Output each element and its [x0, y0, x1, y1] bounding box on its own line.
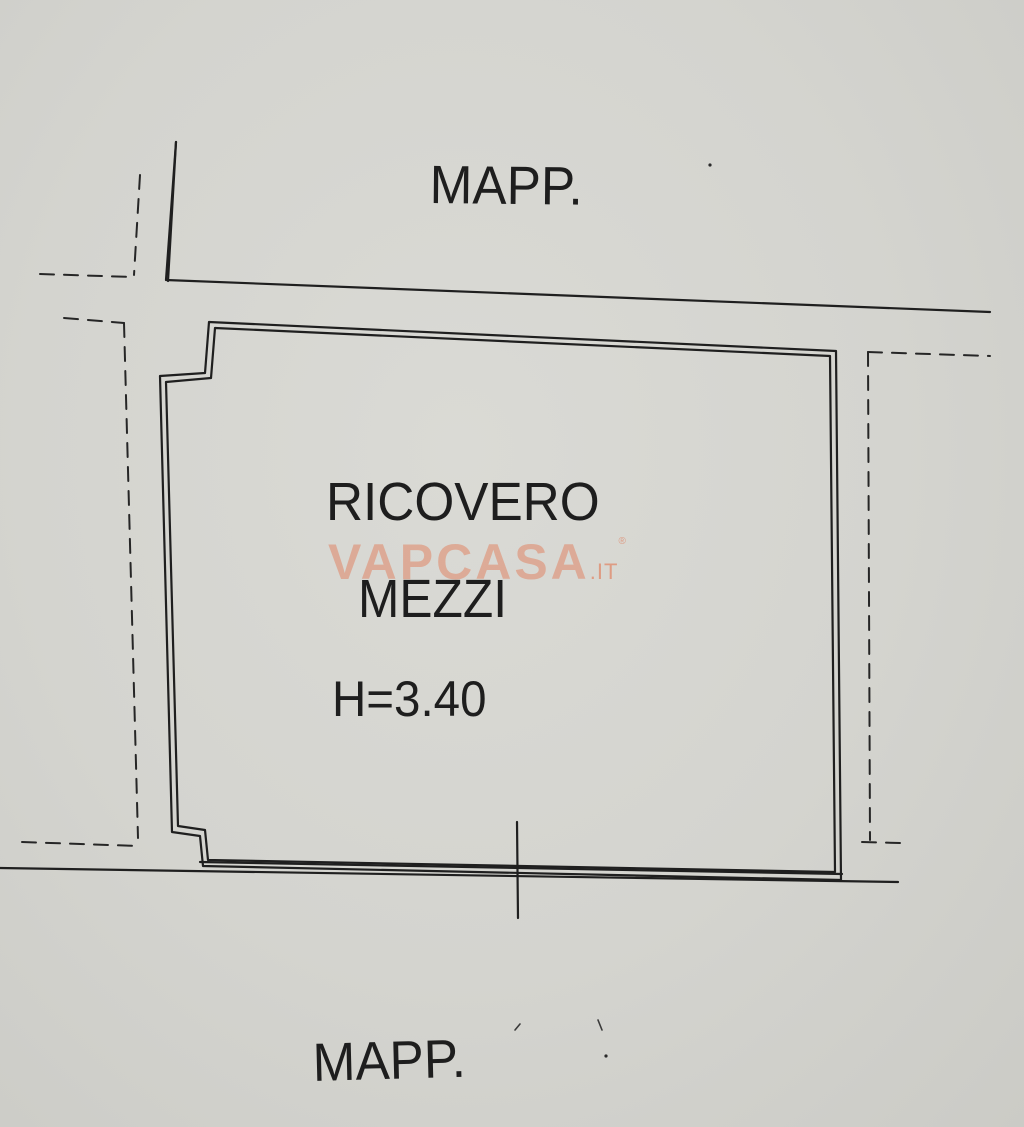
- bottom-boundary-line-inner: [198, 860, 844, 876]
- pencil-stroke-left: [514, 1023, 521, 1031]
- watermark-tld: .IT: [589, 559, 619, 584]
- dashed-line-upper-left-horizontal: [39, 273, 133, 278]
- room-height-label: H=3.40: [332, 671, 487, 727]
- bottom-wall-tick: [515, 820, 520, 920]
- pencil-stroke-right: [597, 1019, 603, 1031]
- room-name-line-2: MEZZI: [358, 569, 508, 629]
- dashed-line-left-vertical: [123, 322, 139, 839]
- watermark-registered-mark: ®: [618, 536, 626, 547]
- dashed-line-left-horizontal-bottom: [21, 841, 139, 847]
- pencil-mark-bottom: [604, 1054, 608, 1058]
- vapcasa-watermark: VAPCASA.IT ®: [328, 534, 626, 590]
- room-name-line-1: RICOVERO: [326, 472, 600, 532]
- dashed-line-right-horizontal-bottom: [861, 841, 901, 844]
- top-boundary-line-inner: [166, 140, 178, 283]
- pencil-mark-top: [708, 163, 712, 167]
- dashed-line-upper-left-vertical: [133, 174, 141, 276]
- dashed-line-left-horizontal-top: [63, 317, 125, 324]
- dashed-line-right-horizontal-top: [867, 351, 991, 357]
- bottom-boundary-line: [0, 866, 900, 884]
- parcel-label-bottom: MAPP.: [311, 1028, 467, 1093]
- room-outline-inner: [164, 326, 837, 874]
- dashed-line-right-vertical: [867, 351, 871, 841]
- watermark-brand: VAPCASA: [328, 534, 590, 590]
- room-outline-outer: [158, 320, 843, 882]
- parcel-label-top: MAPP.: [429, 155, 584, 217]
